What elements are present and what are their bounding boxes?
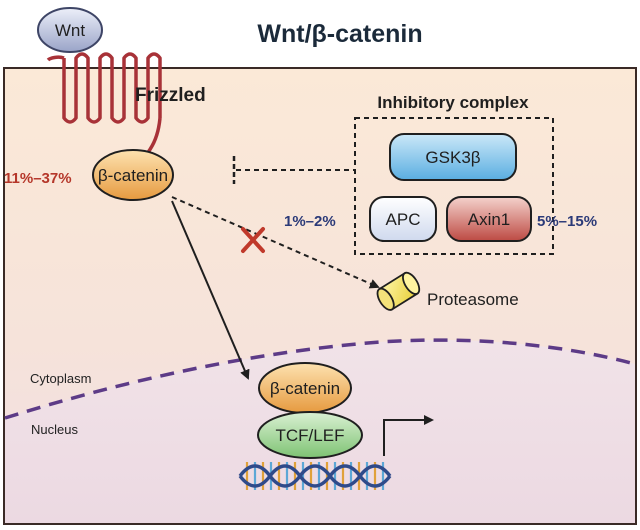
- beta-catenin-cytoplasm-node: β-catenin: [92, 149, 174, 201]
- diagram-title: Wnt/β-catenin: [257, 20, 422, 48]
- beta-catenin-percentage: 11%–37%: [4, 170, 72, 187]
- axin1-label: Axin1: [468, 210, 511, 229]
- apc-label: APC: [386, 210, 421, 229]
- wnt-ligand: Wnt: [37, 7, 103, 53]
- wnt-label: Wnt: [55, 21, 86, 40]
- gsk3b-label: GSK3β: [425, 148, 480, 167]
- beta-catenin-cytoplasm-shape: [92, 149, 174, 201]
- proteasome-icon: [376, 271, 421, 311]
- apc-shape: [369, 196, 437, 242]
- cytoplasm-label: Cytoplasm: [30, 371, 91, 386]
- inhibitory-complex-title: Inhibitory complex: [377, 93, 529, 112]
- degradation-arrow: [171, 196, 380, 289]
- inhibitory-complex-box: [354, 117, 554, 255]
- nuclear-envelope: [4, 338, 636, 420]
- wnt-ellipse: [37, 7, 103, 53]
- axin1-shape: [446, 196, 532, 242]
- beta-catenin-cytoplasm-label: β-catenin: [98, 166, 168, 185]
- proteasome-label: Proteasome: [427, 290, 519, 309]
- apc-node: APC: [369, 196, 437, 242]
- tcf-lef-shape: [257, 411, 363, 459]
- frizzled-n-terminus: [46, 55, 65, 62]
- tcf-lef-label: TCF/LEF: [276, 426, 345, 445]
- beta-catenin-nuclear-node: β-catenin: [258, 362, 352, 414]
- apc-percentage: 1%–2%: [284, 213, 336, 230]
- axin1-percentage: 5%–15%: [537, 213, 597, 230]
- tcf-lef-node: TCF/LEF: [257, 411, 363, 459]
- frizzled-label: Frizzled: [135, 85, 206, 106]
- gsk3b-shape: [389, 133, 517, 181]
- transcription-arrow-icon: [383, 415, 434, 456]
- blocked-x-icon: [241, 227, 265, 253]
- gsk3b-node: GSK3β: [389, 133, 517, 181]
- nucleus-label: Nucleus: [31, 422, 78, 437]
- frizzled-receptor-icon: [62, 52, 162, 124]
- beta-catenin-nuclear-label: β-catenin: [270, 379, 340, 398]
- axin1-node: Axin1: [446, 196, 532, 242]
- nuclear-translocation-arrow: [171, 200, 250, 380]
- dna-helix-icon: [238, 462, 392, 490]
